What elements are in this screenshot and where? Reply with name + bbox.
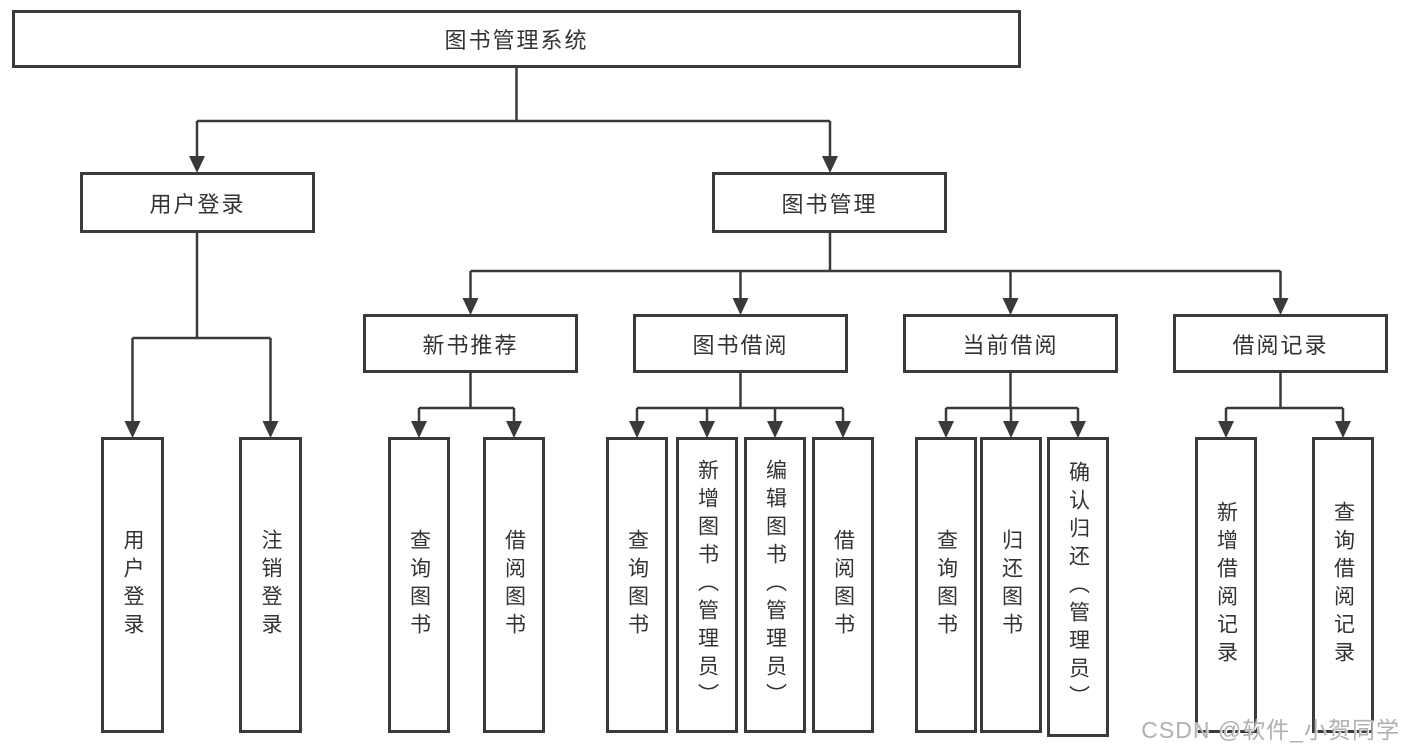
node-label: 当前借阅 — [962, 332, 1059, 358]
leaf-query-books-1: 查询图书 — [388, 437, 450, 733]
node-label: 图书管理 — [781, 191, 878, 217]
node-current-borrow: 当前借阅 — [903, 314, 1118, 373]
leaf-confirm-return-admin: 确认归还（管理员） — [1047, 437, 1109, 737]
leaf-query-books-3: 查询图书 — [915, 437, 977, 733]
leaf-borrow-books-2: 借阅图书 — [812, 437, 874, 733]
csdn-watermark: CSDN @软件_小贺同学 — [1141, 717, 1400, 743]
node-label: 借阅记录 — [1232, 332, 1329, 358]
node-label: 注销登录 — [259, 529, 282, 641]
node-label: 新增借阅记录 — [1214, 501, 1238, 669]
leaf-query-books-2: 查询图书 — [606, 437, 668, 733]
leaf-add-borrow-record: 新增借阅记录 — [1195, 437, 1257, 733]
node-label: 借阅图书 — [502, 529, 526, 641]
node-book-management: 图书管理 — [712, 172, 947, 233]
leaf-borrow-books-1: 借阅图书 — [483, 437, 545, 733]
leaf-edit-books-admin: 编辑图书（管理员） — [744, 437, 806, 733]
node-new-book-recommend: 新书推荐 — [363, 314, 578, 373]
leaf-logout: 注销登录 — [239, 437, 302, 733]
node-label: 查询图书 — [934, 529, 958, 641]
node-label: 查询借阅记录 — [1331, 501, 1355, 669]
node-user-login: 用户登录 — [80, 172, 315, 233]
node-label: 用户登录 — [121, 529, 144, 641]
node-label: 借阅图书 — [831, 529, 855, 641]
node-label: 查询图书 — [407, 529, 431, 641]
node-label: 编辑图书（管理员） — [763, 459, 787, 711]
leaf-query-borrow-record: 查询借阅记录 — [1312, 437, 1374, 733]
node-label: 归还图书 — [999, 529, 1023, 641]
node-label: 确认归还（管理员） — [1066, 461, 1090, 713]
node-label: 新书推荐 — [422, 332, 519, 358]
node-borrow-records: 借阅记录 — [1173, 314, 1388, 373]
node-root: 图书管理系统 — [12, 10, 1021, 68]
node-label: 新增图书（管理员） — [695, 459, 719, 711]
leaf-user-login: 用户登录 — [101, 437, 164, 733]
node-book-borrow: 图书借阅 — [633, 314, 848, 373]
node-label: 图书管理系统 — [444, 28, 589, 53]
node-label: 图书借阅 — [692, 332, 789, 358]
node-label: 用户登录 — [149, 191, 246, 217]
leaf-return-books: 归还图书 — [980, 437, 1042, 733]
leaf-add-books-admin: 新增图书（管理员） — [676, 437, 738, 733]
node-label: 查询图书 — [625, 529, 649, 641]
